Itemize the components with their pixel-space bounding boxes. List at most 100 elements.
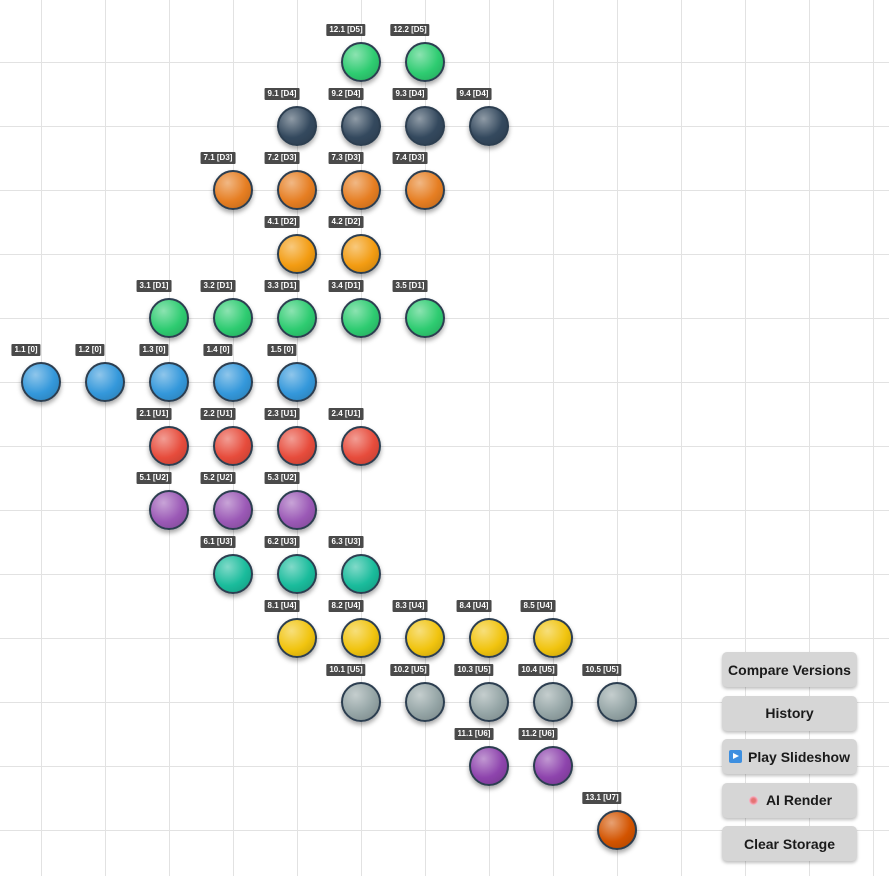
node-11.1[interactable] xyxy=(469,746,509,786)
compare-versions-button[interactable]: Compare Versions xyxy=(722,652,857,687)
node-label: 8.1 [U4] xyxy=(264,600,300,612)
node-label: 3.5 [D1] xyxy=(392,280,428,292)
node-label: 7.1 [D3] xyxy=(200,152,236,164)
node-1.5[interactable] xyxy=(277,362,317,402)
node-1.2[interactable] xyxy=(85,362,125,402)
node-9.1[interactable] xyxy=(277,106,317,146)
node-label: 2.4 [U1] xyxy=(328,408,364,420)
node-label: 5.2 [U2] xyxy=(200,472,236,484)
node-3.1[interactable] xyxy=(149,298,189,338)
node-label: 5.1 [U2] xyxy=(136,472,172,484)
node-10.2[interactable] xyxy=(405,682,445,722)
node-1.1[interactable] xyxy=(21,362,61,402)
node-5.2[interactable] xyxy=(213,490,253,530)
node-label: 1.4 [0] xyxy=(203,344,233,356)
node-label: 10.5 [U5] xyxy=(582,664,622,676)
node-label: 12.1 [D5] xyxy=(326,24,366,36)
node-label: 3.3 [D1] xyxy=(264,280,300,292)
node-label: 10.3 [U5] xyxy=(454,664,494,676)
node-4.2[interactable] xyxy=(341,234,381,274)
node-2.3[interactable] xyxy=(277,426,317,466)
node-label: 10.4 [U5] xyxy=(518,664,558,676)
node-13.1[interactable] xyxy=(597,810,637,850)
ai-render-label: AI Render xyxy=(765,792,833,809)
node-label: 8.3 [U4] xyxy=(392,600,428,612)
node-label: 9.3 [D4] xyxy=(392,88,428,100)
node-9.3[interactable] xyxy=(405,106,445,146)
node-1.3[interactable] xyxy=(149,362,189,402)
node-label: 6.2 [U3] xyxy=(264,536,300,548)
node-label: 1.3 [0] xyxy=(139,344,169,356)
node-3.2[interactable] xyxy=(213,298,253,338)
ai-render-button[interactable]: AI Render xyxy=(722,782,857,818)
node-label: 10.2 [U5] xyxy=(390,664,430,676)
node-label: 4.1 [D2] xyxy=(264,216,300,228)
node-label: 2.3 [U1] xyxy=(264,408,300,420)
node-8.3[interactable] xyxy=(405,618,445,658)
node-4.1[interactable] xyxy=(277,234,317,274)
node-label: 9.4 [D4] xyxy=(456,88,492,100)
node-9.2[interactable] xyxy=(341,106,381,146)
node-7.4[interactable] xyxy=(405,170,445,210)
clear-storage-button[interactable]: Clear Storage xyxy=(722,826,857,862)
node-12.1[interactable] xyxy=(341,42,381,82)
node-6.1[interactable] xyxy=(213,554,253,594)
node-label: 7.3 [D3] xyxy=(328,152,364,164)
node-label: 1.2 [0] xyxy=(75,344,105,356)
node-label: 8.2 [U4] xyxy=(328,600,364,612)
node-2.1[interactable] xyxy=(149,426,189,466)
node-label: 9.1 [D4] xyxy=(264,88,300,100)
node-label: 11.2 [U6] xyxy=(518,728,558,740)
node-label: 8.5 [U4] xyxy=(520,600,556,612)
node-2.2[interactable] xyxy=(213,426,253,466)
node-label: 3.2 [D1] xyxy=(200,280,236,292)
node-5.3[interactable] xyxy=(277,490,317,530)
node-10.5[interactable] xyxy=(597,682,637,722)
node-8.4[interactable] xyxy=(469,618,509,658)
node-7.2[interactable] xyxy=(277,170,317,210)
sparkle-icon xyxy=(747,794,760,807)
play-icon xyxy=(729,750,743,764)
node-12.2[interactable] xyxy=(405,42,445,82)
node-label: 7.2 [D3] xyxy=(264,152,300,164)
node-7.1[interactable] xyxy=(213,170,253,210)
history-button[interactable]: History xyxy=(722,695,857,731)
node-label: 10.1 [U5] xyxy=(326,664,366,676)
node-10.4[interactable] xyxy=(533,682,573,722)
node-1.4[interactable] xyxy=(213,362,253,402)
node-label: 3.4 [D1] xyxy=(328,280,364,292)
node-label: 9.2 [D4] xyxy=(328,88,364,100)
control-panel: Compare Versions History Play Slideshow … xyxy=(722,652,857,870)
node-8.5[interactable] xyxy=(533,618,573,658)
node-10.3[interactable] xyxy=(469,682,509,722)
node-label: 3.1 [D1] xyxy=(136,280,172,292)
node-label: 12.2 [D5] xyxy=(390,24,430,36)
node-8.2[interactable] xyxy=(341,618,381,658)
node-label: 1.5 [0] xyxy=(267,344,297,356)
node-3.5[interactable] xyxy=(405,298,445,338)
node-5.1[interactable] xyxy=(149,490,189,530)
node-label: 1.1 [0] xyxy=(11,344,41,356)
node-7.3[interactable] xyxy=(341,170,381,210)
node-label: 2.1 [U1] xyxy=(136,408,172,420)
node-3.4[interactable] xyxy=(341,298,381,338)
node-label: 5.3 [U2] xyxy=(264,472,300,484)
node-label: 2.2 [U1] xyxy=(200,408,236,420)
node-11.2[interactable] xyxy=(533,746,573,786)
node-10.1[interactable] xyxy=(341,682,381,722)
node-label: 6.1 [U3] xyxy=(200,536,236,548)
node-6.2[interactable] xyxy=(277,554,317,594)
node-9.4[interactable] xyxy=(469,106,509,146)
clear-storage-label: Clear Storage xyxy=(743,835,836,852)
play-slideshow-button[interactable]: Play Slideshow xyxy=(722,739,857,775)
node-label: 11.1 [U6] xyxy=(454,728,494,740)
compare-versions-label: Compare Versions xyxy=(728,661,851,678)
node-label: 8.4 [U4] xyxy=(456,600,492,612)
node-2.4[interactable] xyxy=(341,426,381,466)
node-label: 13.1 [U7] xyxy=(582,792,622,804)
play-slideshow-label: Play Slideshow xyxy=(748,748,850,765)
node-6.3[interactable] xyxy=(341,554,381,594)
node-3.3[interactable] xyxy=(277,298,317,338)
node-8.1[interactable] xyxy=(277,618,317,658)
